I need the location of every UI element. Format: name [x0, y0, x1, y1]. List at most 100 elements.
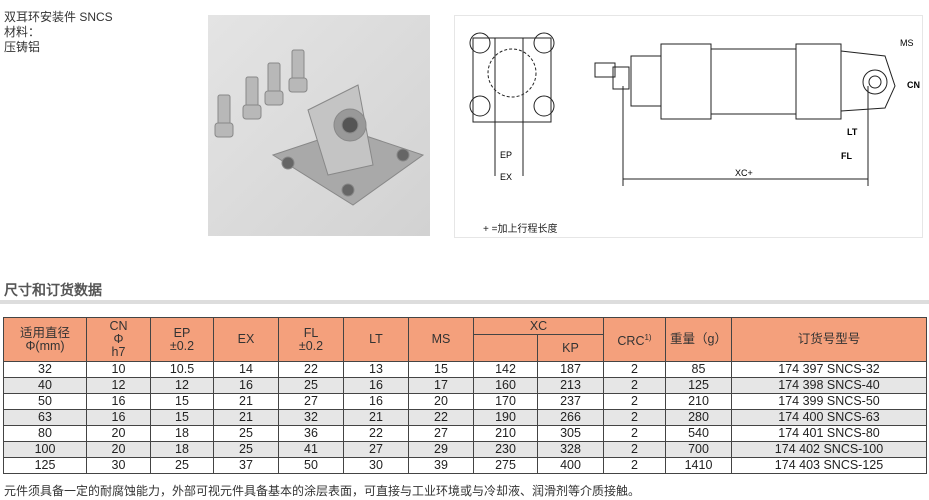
header-ms: MS: [408, 317, 474, 362]
table-cell: 30: [343, 457, 409, 474]
table-cell: 16: [343, 393, 409, 410]
table-cell: 25: [213, 425, 279, 442]
table-cell: 190: [473, 409, 538, 426]
table-cell: 30: [86, 457, 151, 474]
header-crc: CRC1): [603, 317, 666, 362]
table-cell: 21: [343, 409, 409, 426]
table-cell: 20: [408, 393, 474, 410]
table-cell: 21: [213, 393, 279, 410]
clevis-mount-image: [214, 49, 425, 206]
stroke-note: + =加上行程长度: [483, 224, 558, 235]
table-cell: 40: [3, 377, 87, 394]
table-cell: 100: [3, 441, 87, 458]
table-cell: 174 397 SNCS-32: [731, 361, 927, 378]
table-cell: 187: [537, 361, 604, 378]
table-cell: 37: [213, 457, 279, 474]
table-cell: 29: [408, 441, 474, 458]
table-cell: 16: [86, 409, 151, 426]
table-cell: 2: [603, 361, 666, 378]
table-cell: 22: [408, 409, 474, 426]
material-value: 压铸铝: [4, 40, 41, 54]
table-cell: 50: [278, 457, 344, 474]
table-cell: 22: [343, 425, 409, 442]
table-cell: 174 402 SNCS-100: [731, 441, 927, 458]
table-cell: 700: [665, 441, 732, 458]
header-lt: LT: [343, 317, 409, 362]
table-cell: 12: [86, 377, 151, 394]
section-title: 尺寸和订货数据: [4, 282, 102, 298]
section-divider: [0, 300, 929, 304]
table-cell: 2: [603, 409, 666, 426]
table-cell: 174 401 SNCS-80: [731, 425, 927, 442]
table-cell: 25: [150, 457, 214, 474]
xc-label: XC+: [735, 168, 753, 178]
table-cell: 210: [473, 425, 538, 442]
table-cell: 174 400 SNCS-63: [731, 409, 927, 426]
table-cell: 2: [603, 393, 666, 410]
cn-label: CN: [907, 80, 920, 90]
table-cell: 2: [603, 457, 666, 474]
table-cell: 230: [473, 441, 538, 458]
header-ex: EX: [213, 317, 279, 362]
table-cell: 41: [278, 441, 344, 458]
table-cell: 125: [3, 457, 87, 474]
header-xc: XC: [473, 317, 604, 335]
ex-label: EX: [500, 172, 512, 182]
table-cell: 15: [150, 393, 214, 410]
fl-label: FL: [841, 151, 852, 161]
table-cell: 125: [665, 377, 732, 394]
table-cell: 13: [343, 361, 409, 378]
table-cell: 15: [150, 409, 214, 426]
table-cell: 14: [213, 361, 279, 378]
table-cell: 18: [150, 425, 214, 442]
table-cell: 142: [473, 361, 538, 378]
table-cell: 1410: [665, 457, 732, 474]
table-cell: 280: [665, 409, 732, 426]
ep-label: EP: [500, 150, 512, 160]
table-cell: 328: [537, 441, 604, 458]
table-cell: 174 398 SNCS-40: [731, 377, 927, 394]
header-ep: EP±0.2: [150, 317, 214, 362]
material-label: 材料：: [4, 25, 41, 39]
table-cell: 237: [537, 393, 604, 410]
table-cell: 15: [408, 361, 474, 378]
table-cell: 85: [665, 361, 732, 378]
footnote: 元件须具备一定的耐腐蚀能力，外部可视元件具备基本的涂层表面，可直接与工业环境或与…: [4, 484, 641, 498]
lt-label: LT: [847, 127, 858, 137]
table-cell: 540: [665, 425, 732, 442]
table-cell: 16: [86, 393, 151, 410]
table-cell: 174 399 SNCS-50: [731, 393, 927, 410]
table-cell: 27: [278, 393, 344, 410]
table-cell: 25: [278, 377, 344, 394]
table-cell: 160: [473, 377, 538, 394]
header-kp: KP: [537, 334, 604, 362]
table-cell: 10: [86, 361, 151, 378]
table-cell: 17: [408, 377, 474, 394]
table-cell: 12: [150, 377, 214, 394]
table-cell: 27: [408, 425, 474, 442]
table-cell: 305: [537, 425, 604, 442]
product-photo: [208, 15, 430, 236]
table-cell: 39: [408, 457, 474, 474]
header-order: 订货号型号: [731, 317, 927, 362]
table-cell: 2: [603, 441, 666, 458]
table-cell: 80: [3, 425, 87, 442]
table-cell: 18: [150, 441, 214, 458]
table-cell: 21: [213, 409, 279, 426]
table-cell: 16: [343, 377, 409, 394]
product-info: 双耳环安装件 SNCS 材料： 压铸铝: [4, 10, 113, 55]
drawing-svg: EP EX MS CN LT FL XC+: [469, 32, 920, 186]
table-cell: 50: [3, 393, 87, 410]
table-cell: 170: [473, 393, 538, 410]
table-cell: 25: [213, 441, 279, 458]
table-cell: 275: [473, 457, 538, 474]
